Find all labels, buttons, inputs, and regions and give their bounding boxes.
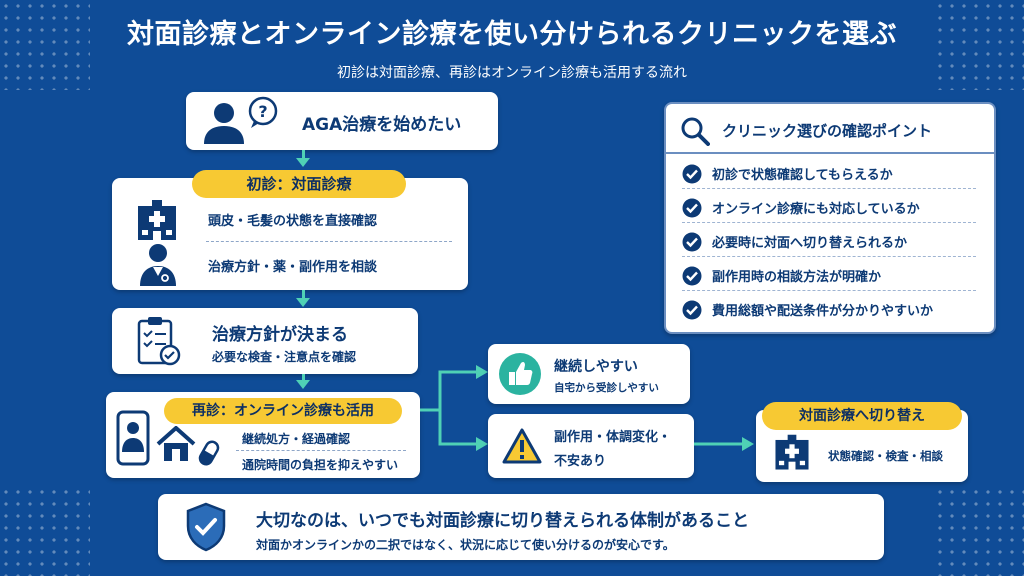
switch-arrow: [694, 437, 754, 451]
checklist-divider: [666, 152, 994, 154]
continue-title: 継続しやすい: [554, 359, 638, 375]
hospital-icon: [138, 200, 176, 240]
thumbs-up-icon: [499, 353, 541, 395]
warning-icon: [502, 428, 542, 464]
checklist-item: オンライン診療にも対応しているか: [682, 190, 976, 223]
divider: [206, 241, 452, 242]
checklist-item-label: 費用総額や配送条件が分かりやすいか: [712, 304, 934, 319]
revisit-item-2: 通院時間の負担を抑えやすい: [242, 458, 399, 472]
flow-arrow-head: [296, 380, 310, 389]
first-visit-box: 頭皮・毛髪の状態を直接確認 治療方針・薬・副作用を相談: [112, 178, 468, 290]
checklist-item-label: 必要時に対面へ切り替えられるか: [712, 236, 908, 251]
branch-connector: [420, 365, 488, 451]
plan-title: 治療方針が決まる: [212, 325, 348, 345]
checklist-panel: クリニック選びの確認ポイント 初診で状態確認してもらえるか オンライン診療にも対…: [664, 102, 996, 334]
checklist-item: 必要時に対面へ切り替えられるか: [682, 224, 976, 257]
checklist-item: 費用総額や配送条件が分かりやすいか: [682, 292, 976, 325]
switch-text: 状態確認・検査・相談: [828, 449, 943, 463]
question-bubble-icon: ?: [248, 96, 278, 128]
checklist-item-label: 初診で状態確認してもらえるか: [712, 168, 893, 183]
divider: [682, 290, 976, 291]
flow-arrow-head: [296, 158, 310, 167]
checklist-item: 副作用時の相談方法が明確か: [682, 258, 976, 291]
checklist-title: クリニック選びの確認ポイント: [722, 122, 933, 140]
side-effect-line-2: 不安あり: [554, 454, 607, 469]
decor-dots: [934, 0, 1024, 90]
footer-box: 大切なのは、いつでも対面診療に切り替えられる体制があること 対面かオンラインかの…: [158, 494, 884, 560]
clipboard-check-icon: [137, 317, 181, 366]
check-circle-icon: [682, 300, 702, 320]
continue-subtitle: 自宅から受診しやすい: [554, 382, 659, 394]
svg-text:?: ?: [258, 102, 267, 121]
checklist-item-label: 副作用時の相談方法が明確か: [712, 270, 882, 285]
checklist-item: 初診で状態確認してもらえるか: [682, 156, 976, 189]
start-box: ? AGA治療を始めたい: [186, 92, 498, 150]
hospital-icon: [775, 434, 809, 470]
page-title: 対面診療とオンライン診療を使い分けられるクリニックを選ぶ: [127, 19, 897, 50]
divider: [682, 256, 976, 257]
smartphone-doctor-icon: [116, 410, 150, 466]
check-circle-icon: [682, 232, 702, 252]
flow-arrow-line: [302, 150, 305, 160]
capsule-icon: [198, 440, 220, 466]
footer-title: 大切なのは、いつでも対面診療に切り替えられる体制があること: [256, 511, 749, 531]
check-circle-icon: [682, 164, 702, 184]
footer-text: 対面かオンラインかの二択ではなく、状況に応じて使い分けるのが安心です。: [256, 538, 675, 552]
switch-badge: 対面診療へ切り替え: [762, 402, 962, 430]
plan-subtitle: 必要な検査・注意点を確認: [212, 350, 357, 364]
home-icon: [156, 426, 196, 461]
first-visit-item-2: 治療方針・薬・副作用を相談: [208, 260, 378, 275]
check-circle-icon: [682, 198, 702, 218]
decor-dots: [0, 486, 90, 576]
side-effect-line-1: 副作用・体調変化・: [554, 430, 672, 445]
search-icon: [681, 117, 710, 146]
decor-dots: [0, 0, 90, 90]
side-effect-box: 副作用・体調変化・ 不安あり: [488, 414, 694, 478]
start-label: AGA治療を始めたい: [302, 115, 462, 135]
page-subtitle: 初診は対面診療、再診はオンライン診療も活用する流れ: [337, 65, 687, 81]
check-circle-icon: [682, 266, 702, 286]
first-visit-badge: 初診：対面診療: [192, 170, 406, 198]
plan-box: 治療方針が決まる 必要な検査・注意点を確認: [112, 308, 418, 374]
revisit-badge: 再診：オンライン診療も活用: [164, 398, 402, 424]
revisit-item-1: 継続処方・経過確認: [242, 432, 351, 446]
checklist-item-label: オンライン診療にも対応しているか: [712, 202, 920, 217]
divider: [236, 450, 406, 451]
first-visit-item-1: 頭皮・毛髪の状態を直接確認: [208, 214, 378, 229]
divider: [682, 188, 976, 189]
doctor-icon: [140, 244, 176, 286]
decor-dots: [934, 486, 1024, 576]
divider: [682, 222, 976, 223]
continue-box: 継続しやすい 自宅から受診しやすい: [488, 344, 690, 404]
shield-check-icon: [186, 502, 226, 552]
flow-arrow-line: [302, 290, 305, 300]
flow-arrow-line: [302, 374, 305, 381]
person-icon: [204, 103, 244, 144]
flow-arrow-head: [296, 298, 310, 307]
